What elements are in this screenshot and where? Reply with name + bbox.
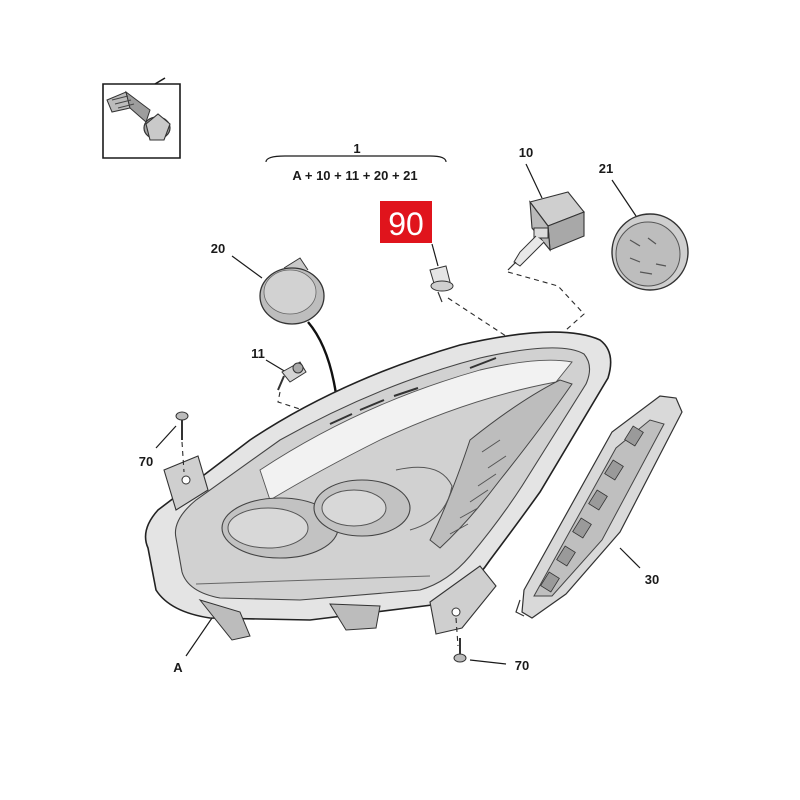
assembly-number: 1 bbox=[353, 141, 360, 156]
assembly-formula: A + 10 + 11 + 20 + 21 bbox=[292, 168, 417, 183]
label-A: A bbox=[173, 660, 183, 675]
label-30: 30 bbox=[645, 572, 659, 587]
headlamp-unit-A bbox=[144, 331, 612, 641]
screw-icon bbox=[106, 90, 171, 141]
cover-cap-21-icon bbox=[611, 213, 689, 291]
label-10: 10 bbox=[519, 145, 533, 160]
screw-inset bbox=[102, 77, 181, 159]
cap-20-callout: 20 bbox=[211, 241, 263, 279]
highlight-box bbox=[380, 201, 432, 243]
assembly-callout: 1 A + 10 + 11 + 20 + 21 bbox=[265, 141, 447, 183]
headlamp-A-callout: A bbox=[173, 617, 213, 675]
label-70-bottom: 70 bbox=[515, 658, 529, 673]
label-11: 11 bbox=[251, 346, 265, 361]
clip-90-leader bbox=[447, 297, 516, 343]
bolt-70-bottom-icon bbox=[453, 638, 467, 663]
bolt-70-left-callout: 70 bbox=[139, 425, 177, 469]
adjuster-screw-11-icon bbox=[277, 361, 307, 391]
bolt-70-left-icon bbox=[175, 411, 189, 440]
bulb-10-leader bbox=[507, 271, 585, 331]
bolt-70-bottom-leader bbox=[455, 617, 459, 647]
label-20: 20 bbox=[211, 241, 225, 256]
label-70-left: 70 bbox=[139, 454, 153, 469]
bolt-70-bottom-callout: 70 bbox=[469, 658, 529, 673]
highlight-label: 90 bbox=[388, 206, 424, 242]
label-21: 21 bbox=[599, 161, 613, 176]
inset-frame bbox=[102, 83, 181, 159]
cap-21-callout: 21 bbox=[599, 161, 637, 217]
cover-cap-20-icon bbox=[259, 257, 325, 325]
led-module-30-callout: 30 bbox=[619, 547, 659, 587]
clip-90-icon bbox=[429, 265, 454, 303]
bulb-10-callout: 10 bbox=[519, 145, 543, 199]
screw-11-callout: 11 bbox=[251, 346, 287, 373]
assembly-bracket bbox=[265, 155, 447, 163]
highlight-90-callout: 90 bbox=[380, 201, 439, 267]
xenon-bulb-icon bbox=[507, 191, 585, 271]
led-module-30-icon bbox=[515, 395, 683, 619]
